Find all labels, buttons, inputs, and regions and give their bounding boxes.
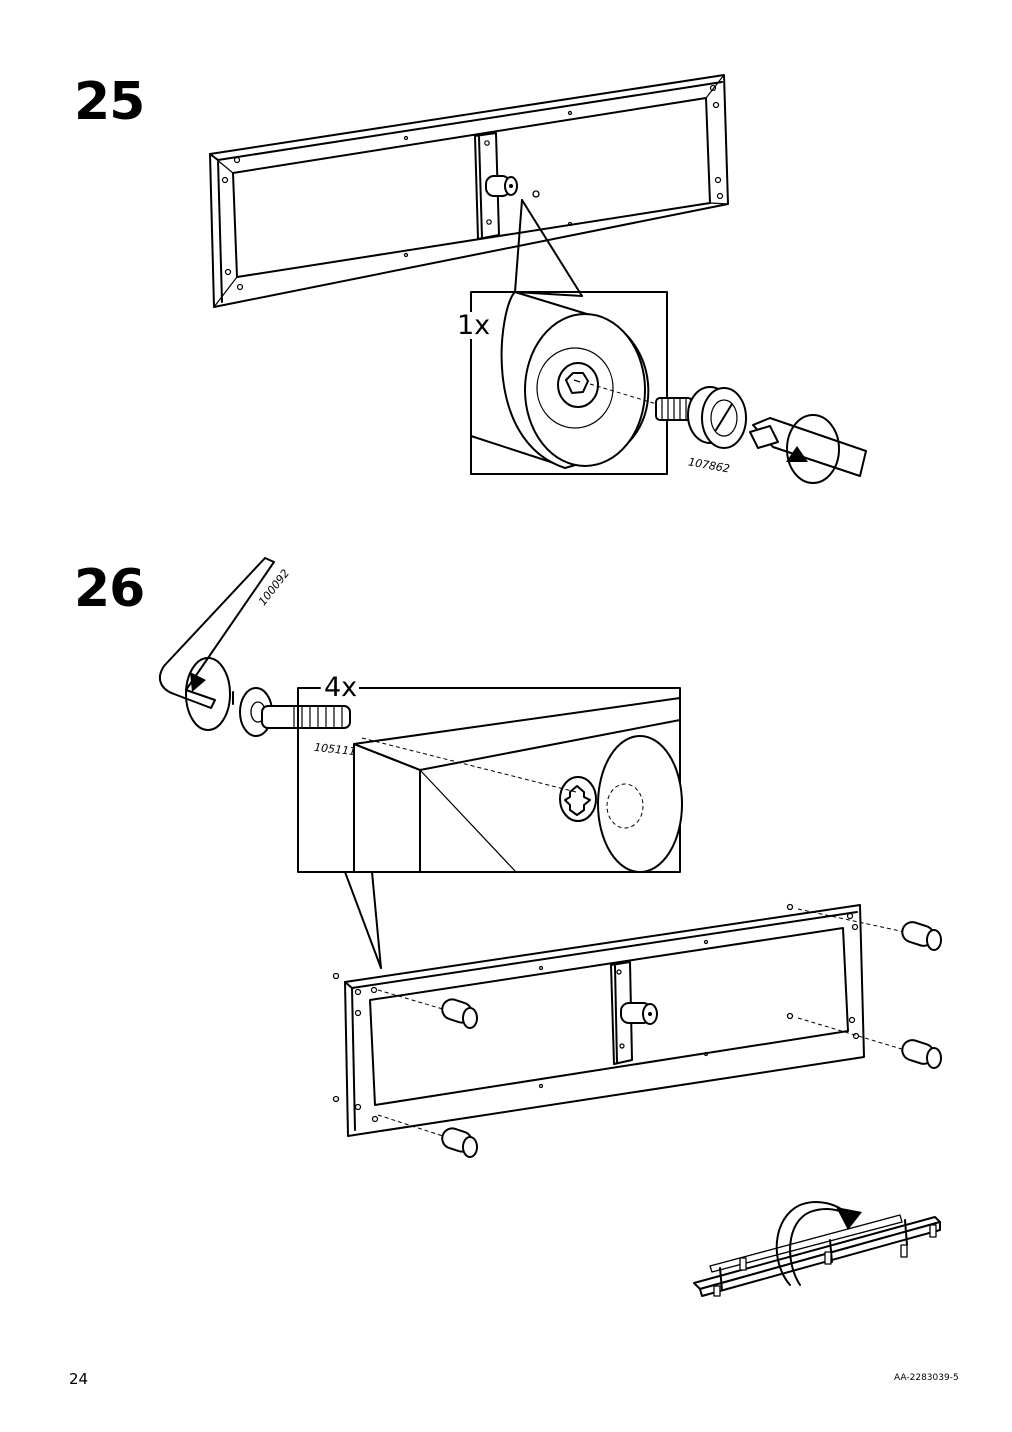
step-25-frame <box>209 74 729 308</box>
step-26-bolt <box>239 687 351 737</box>
page-number: 24 <box>69 1370 89 1388</box>
allen-key-icon <box>158 557 275 731</box>
step-26-number: 26 <box>74 559 145 619</box>
step-26-frame <box>344 904 865 1137</box>
step-26-dowels <box>332 903 942 1158</box>
document-code: AA-2283039-5 <box>894 1373 959 1383</box>
step-25-quantity: 1x <box>455 310 493 341</box>
flip-frame-icon <box>693 1201 941 1297</box>
step-26-quantity: 4x <box>322 672 360 703</box>
step-25-callout-pointer <box>514 199 583 297</box>
step-26-detail-box <box>297 687 683 969</box>
step-25-detail-box <box>470 291 867 484</box>
step-25-number: 25 <box>74 72 145 132</box>
